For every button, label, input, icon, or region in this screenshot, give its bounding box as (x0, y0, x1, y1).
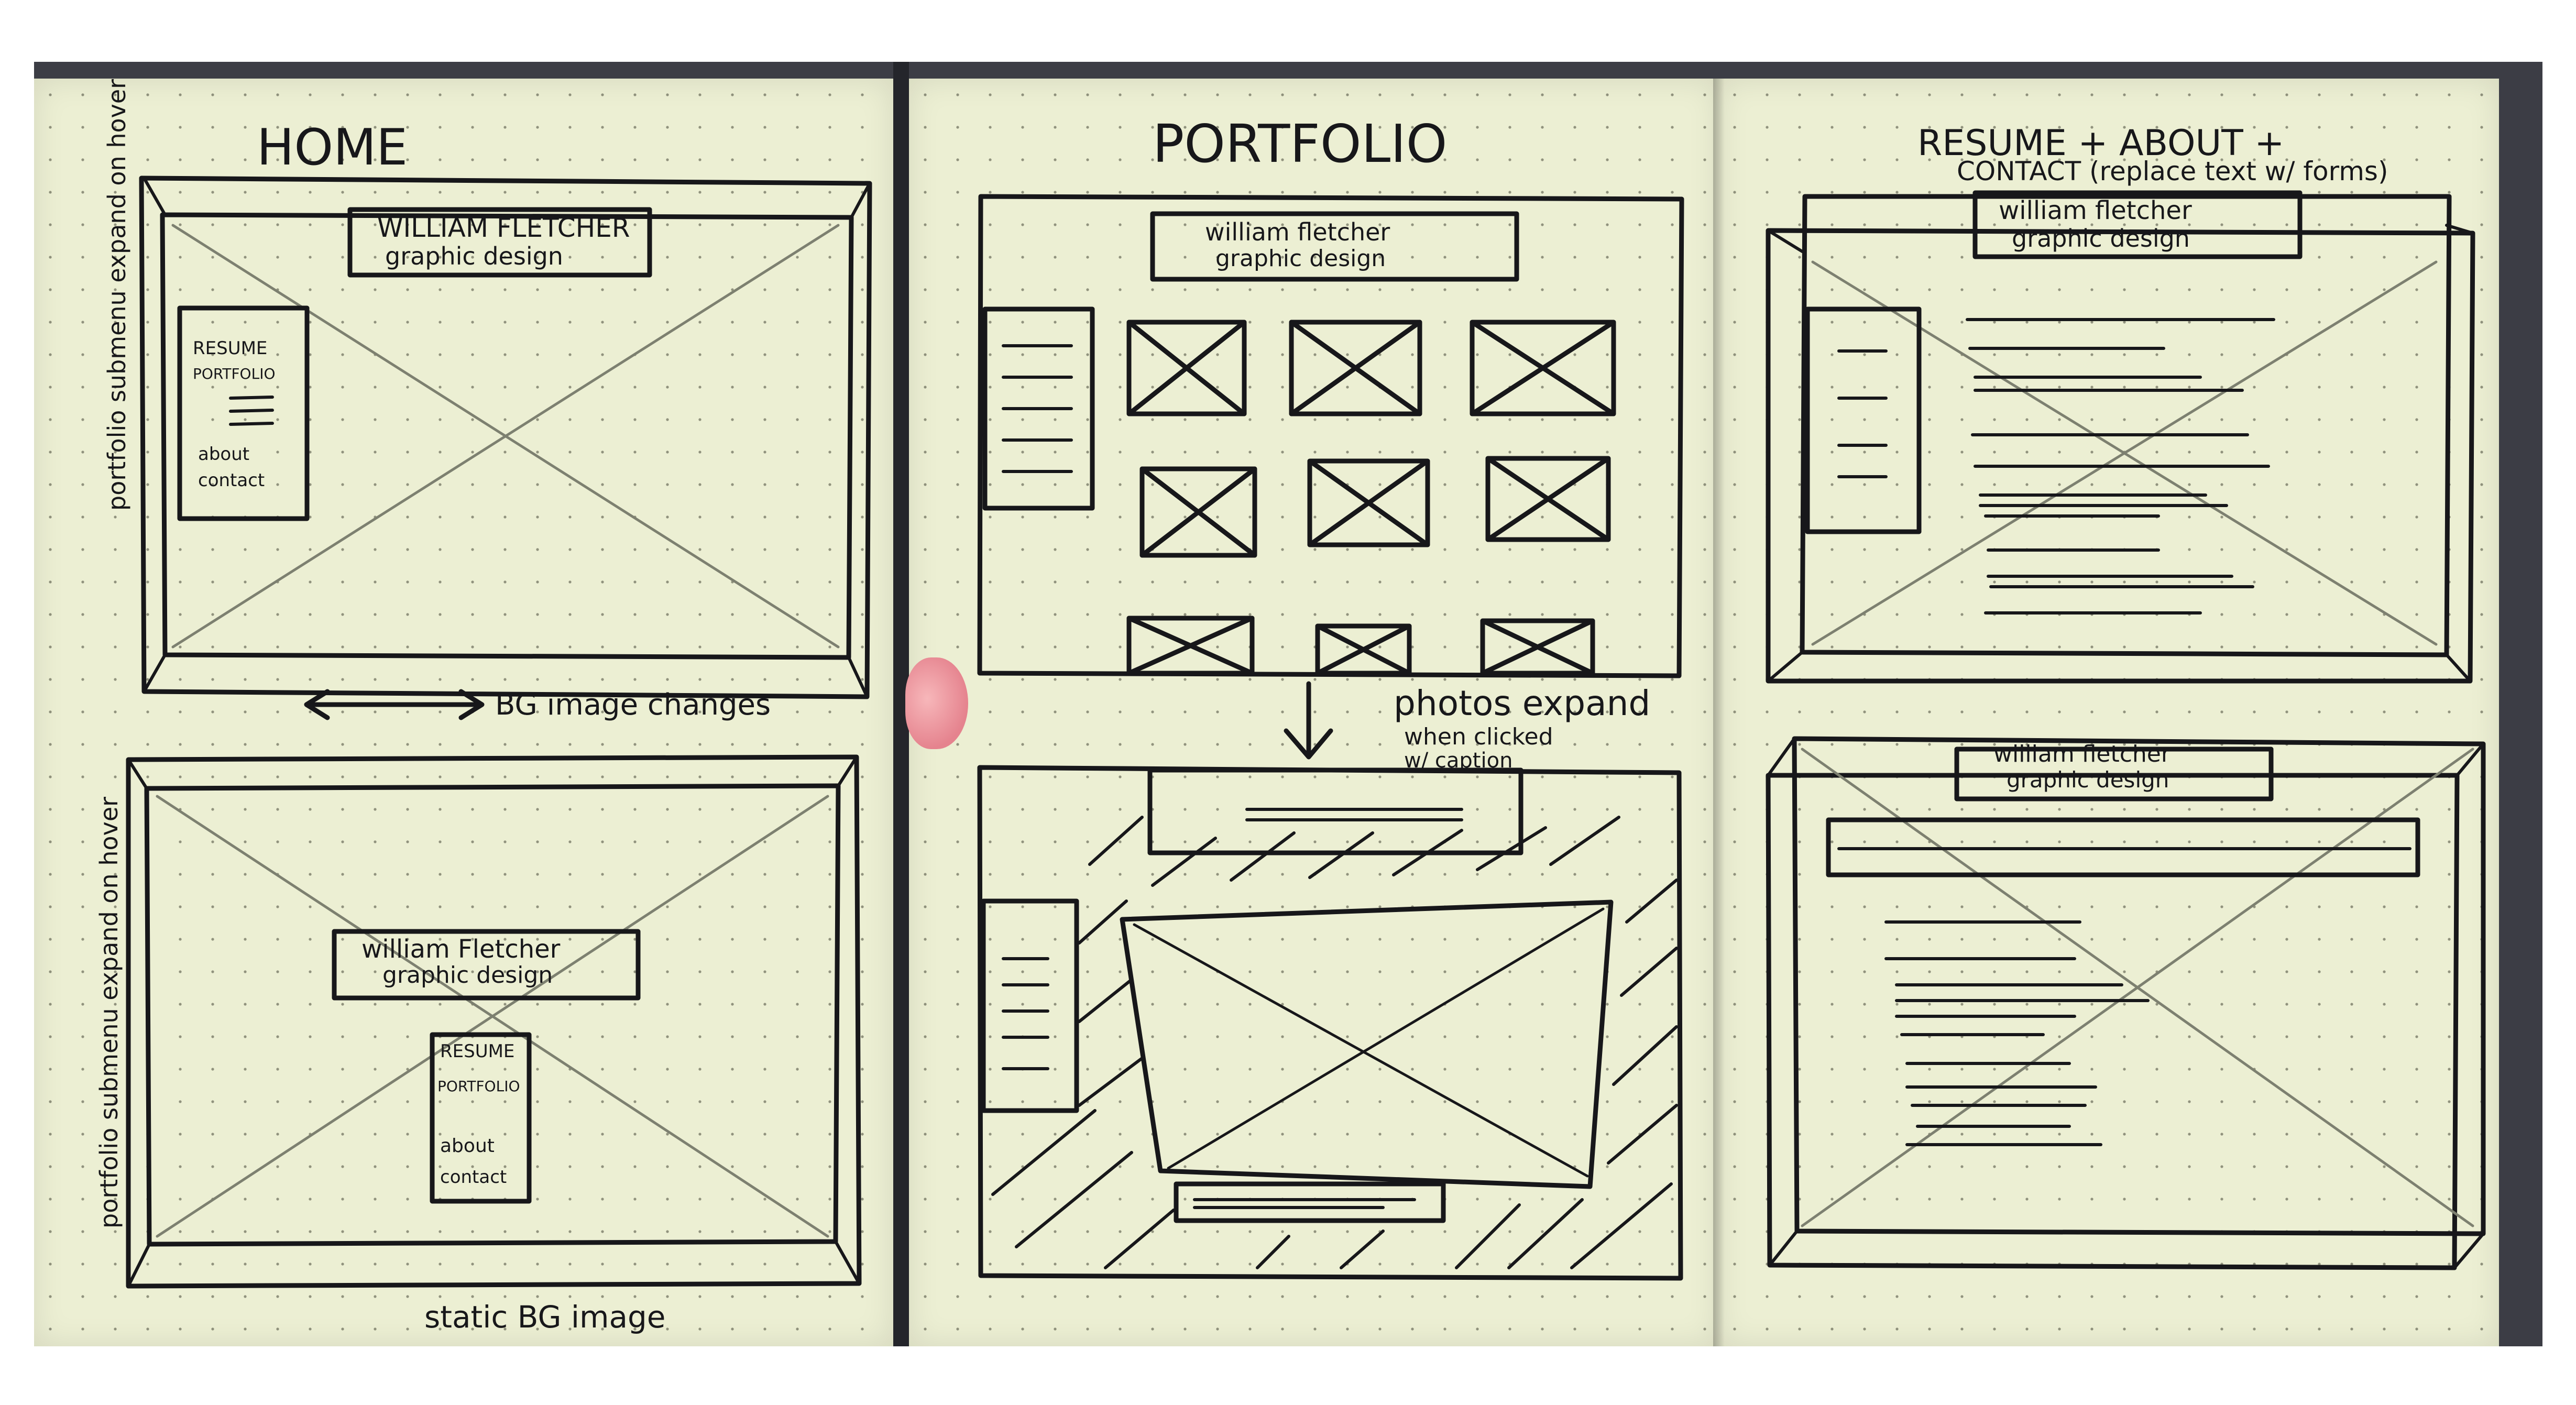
home-top-header-line2: graphic design (385, 242, 563, 270)
home-top-menu-box (177, 305, 310, 521)
home-top-menu-resume: RESUME (193, 338, 268, 359)
portfolio-top-menu-box (982, 306, 1095, 511)
expand-arrow (1284, 681, 1333, 760)
caption-bar-bottom (1174, 1181, 1446, 1223)
resume-bottom-header-box (1954, 747, 2274, 802)
home-bottom-side-note: portfolio submenu expand on hover (95, 796, 123, 1228)
home-top-wireframe (139, 175, 872, 720)
portfolio-bottom-wireframe (977, 765, 1683, 1281)
portfolio-top-header-line2: graphic design (1215, 245, 1386, 272)
portfolio-top-wireframe (977, 194, 1684, 760)
home-top-side-note: portfolio submenu expand on hover (103, 79, 131, 511)
portfolio-top-header-line1: william fletcher (1205, 218, 1390, 246)
page-fold-shadow (1713, 79, 1725, 1346)
home-bottom-header-line2: graphic design (382, 962, 553, 989)
home-top-header-line1: WILLIAM FLETCHER (377, 213, 630, 243)
page-title-home: HOME (257, 119, 408, 177)
resume-top-header-line2: graphic design (2012, 224, 2190, 253)
notebook-page-right (1718, 79, 2499, 1346)
notebook-page-middle (909, 79, 1718, 1346)
home-bottom-menu-box (430, 1032, 532, 1204)
home-bottom-header-line1: william Fletcher (361, 935, 561, 964)
page-title-resume-line2: CONTACT (replace text w/ forms) (1957, 156, 2388, 186)
home-bottom-menu-about: about (440, 1135, 495, 1157)
page-title-portfolio: PORTFOLIO (1153, 113, 1448, 174)
static-bg-note: static BG image (424, 1299, 666, 1335)
page-title-resume-line1: RESUME + ABOUT + (1917, 123, 2285, 164)
resume-top-menu-box (1805, 306, 1922, 534)
bg-changes-note: BG image changes (495, 688, 771, 722)
home-top-header-box (347, 207, 652, 278)
resume-bottom-wireframe (1766, 736, 2486, 1270)
home-top-menu-about: about (198, 444, 250, 465)
caption-bar-top (1147, 767, 1523, 855)
home-bottom-wireframe (126, 754, 862, 1289)
home-bottom-menu-resume: RESUME (440, 1041, 515, 1062)
home-bottom-menu-portfolio: PORTFOLIO (437, 1078, 520, 1095)
expand-note-line2: when clicked (1404, 723, 1553, 750)
portfolio-top-header-box (1150, 211, 1519, 282)
resume-bottom-header-line2: graphic design (2007, 767, 2169, 793)
expand-note-line3: w/ caption (1404, 749, 1513, 773)
resume-top-wireframe (1766, 190, 2475, 684)
bg-changes-arrow (304, 689, 485, 720)
resume-bottom-form-bar (1826, 817, 2420, 877)
portfolio-bottom-menu-box (981, 898, 1079, 1113)
resume-bottom-header-line1: william fletcher (1993, 741, 2171, 767)
expand-note-line1: photos expand (1394, 683, 1651, 723)
home-bottom-menu-contact: contact (440, 1167, 507, 1188)
notebook-page-left (34, 79, 893, 1346)
resume-top-header-box (1972, 190, 2303, 259)
finger-holding-page (905, 657, 968, 749)
home-top-menu-portfolio: PORTFOLIO (193, 365, 276, 382)
expanded-photo (1120, 899, 1614, 1189)
resume-top-header-line1: william fletcher (1999, 196, 2192, 225)
home-top-menu-contact: contact (198, 470, 265, 491)
home-bottom-header-box (332, 929, 641, 1001)
